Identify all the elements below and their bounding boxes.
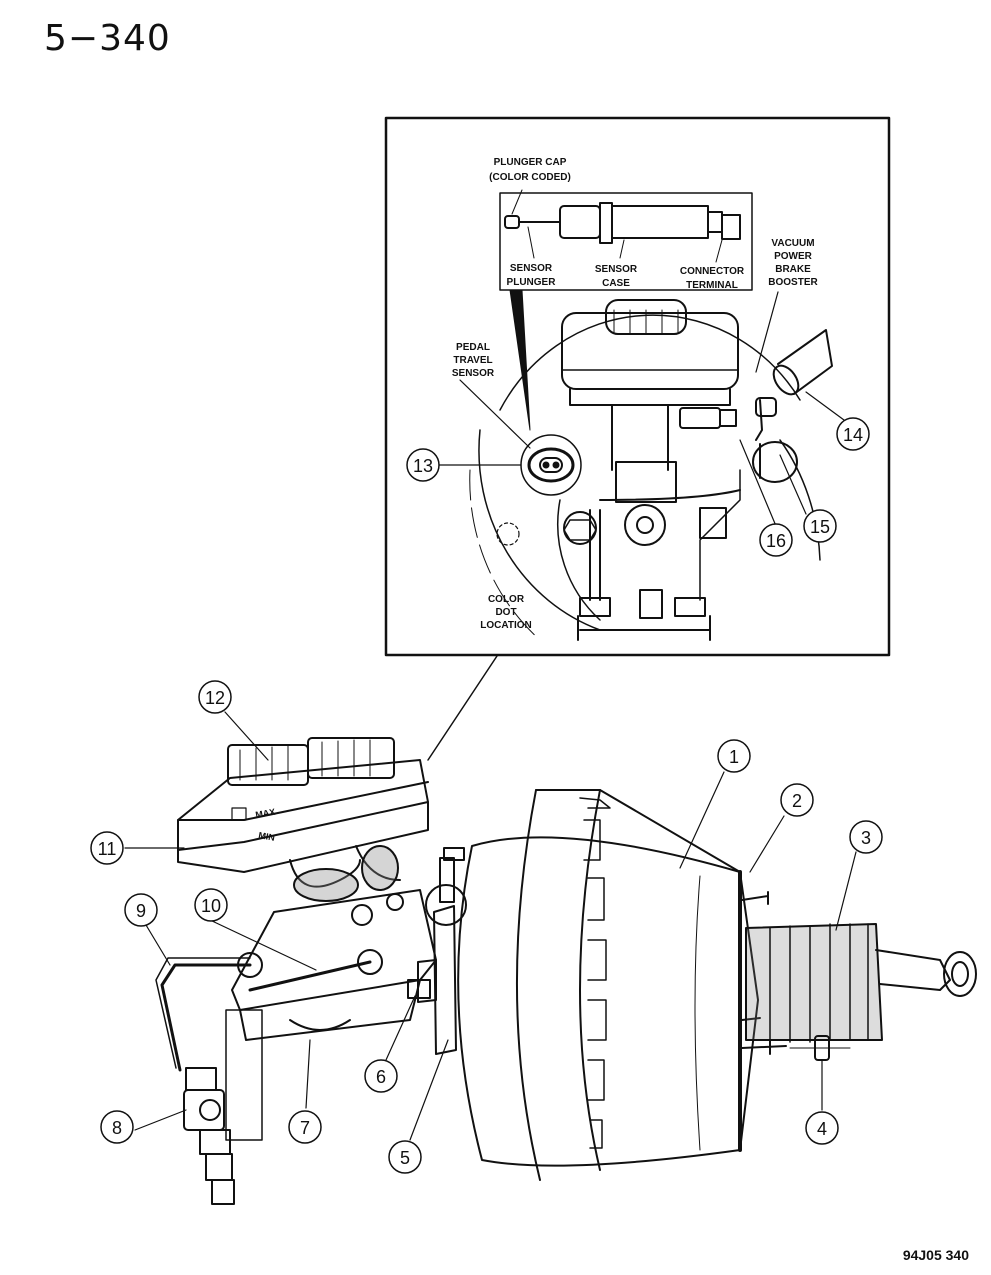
callout-7: 7: [288, 1110, 322, 1144]
sensor-detail-box: [499, 192, 753, 291]
svg-text:7: 7: [300, 1118, 310, 1138]
callout-16: 16: [759, 523, 793, 557]
inset-labels: PLUNGER CAP (COLOR CODED) SENSOR PLUNGER…: [452, 157, 819, 631]
master-cylinder-reservoir: [177, 737, 429, 873]
svg-text:15: 15: [810, 517, 830, 537]
label-pedal-travel-sensor-line3: SENSOR: [452, 368, 495, 379]
callout-9: 9: [124, 893, 158, 927]
label-connector-terminal-line1: CONNECTOR: [680, 266, 745, 277]
svg-text:13: 13: [413, 456, 433, 476]
callout-12: 12: [198, 680, 232, 714]
label-pedal-travel-sensor-line1: PEDAL: [456, 342, 490, 353]
label-plunger-cap-line2: (COLOR CODED): [489, 172, 571, 183]
callout-15: 15: [803, 509, 837, 543]
callout-1: 1: [717, 739, 751, 773]
label-vacuum-booster-line1: VACUUM: [771, 238, 814, 249]
svg-text:4: 4: [817, 1119, 827, 1139]
label-vacuum-booster-line3: BRAKE: [775, 264, 811, 275]
callout-8: 8: [100, 1110, 134, 1144]
brake-lines: [155, 957, 372, 1072]
svg-text:14: 14: [843, 425, 863, 445]
label-sensor-plunger-line1: SENSOR: [510, 263, 553, 274]
callout-10: 10: [194, 888, 228, 922]
callouts: 1 2 3 4 5 6 7 8 9 10 11 12 13 14 15 16: [90, 417, 883, 1174]
inset-master-cylinder: [561, 299, 798, 641]
svg-text:8: 8: [112, 1118, 122, 1138]
label-vacuum-booster-line2: POWER: [774, 251, 813, 262]
proportioning-valve: [183, 1067, 235, 1205]
label-sensor-case-line1: SENSOR: [595, 264, 638, 275]
figure-code: 94J05 340: [902, 1247, 969, 1263]
svg-text:3: 3: [861, 828, 871, 848]
callout-4: 4: [805, 1111, 839, 1145]
push-rod-boot: [745, 923, 977, 1043]
callout-11: 11: [90, 831, 124, 865]
label-color-dot-line1: COLOR: [488, 594, 525, 605]
page-number: 5−340: [44, 18, 171, 59]
vacuum-hose-drawing: [772, 329, 833, 396]
svg-text:9: 9: [136, 901, 146, 921]
svg-text:2: 2: [792, 791, 802, 811]
label-connector-terminal-line2: TERMINAL: [686, 280, 738, 291]
reservoir-min-label: MIN: [258, 830, 276, 843]
svg-text:10: 10: [201, 896, 221, 916]
pedal-travel-sensor-drawing: [520, 434, 582, 496]
svg-text:16: 16: [766, 531, 786, 551]
svg-text:12: 12: [205, 688, 225, 708]
callout-3: 3: [849, 820, 883, 854]
svg-text:11: 11: [98, 839, 117, 859]
callout-leaders: [124, 711, 857, 1141]
svg-text:6: 6: [376, 1067, 386, 1087]
inset-frame: [384, 116, 891, 657]
inset-connector-line: [427, 655, 498, 761]
label-color-dot-line3: LOCATION: [480, 620, 531, 631]
callout-13: 13: [406, 448, 440, 482]
callout-2: 2: [780, 783, 814, 817]
color-dot: [496, 522, 520, 546]
detail-pointer: [509, 289, 531, 431]
callout-6: 6: [364, 1059, 398, 1093]
svg-text:1: 1: [729, 747, 739, 767]
mounting-stud: [407, 979, 431, 999]
label-vacuum-booster-line4: BOOSTER: [768, 277, 818, 288]
svg-text:5: 5: [400, 1148, 410, 1168]
mounting-flange: [417, 847, 467, 1055]
label-sensor-plunger-line2: PLUNGER: [507, 277, 557, 288]
label-plunger-cap-line1: PLUNGER CAP: [494, 157, 567, 168]
callout-5: 5: [388, 1140, 422, 1174]
sensor-detail-drawing: [504, 189, 741, 263]
label-sensor-case-line2: CASE: [602, 278, 630, 289]
booster-housing: [457, 789, 759, 1181]
master-cylinder-body: [225, 845, 437, 1141]
callout-14: 14: [836, 417, 870, 451]
label-color-dot-line2: DOT: [495, 607, 516, 618]
reservoir-max-label: MAX: [255, 807, 276, 820]
label-pedal-travel-sensor-line2: TRAVEL: [453, 355, 492, 366]
